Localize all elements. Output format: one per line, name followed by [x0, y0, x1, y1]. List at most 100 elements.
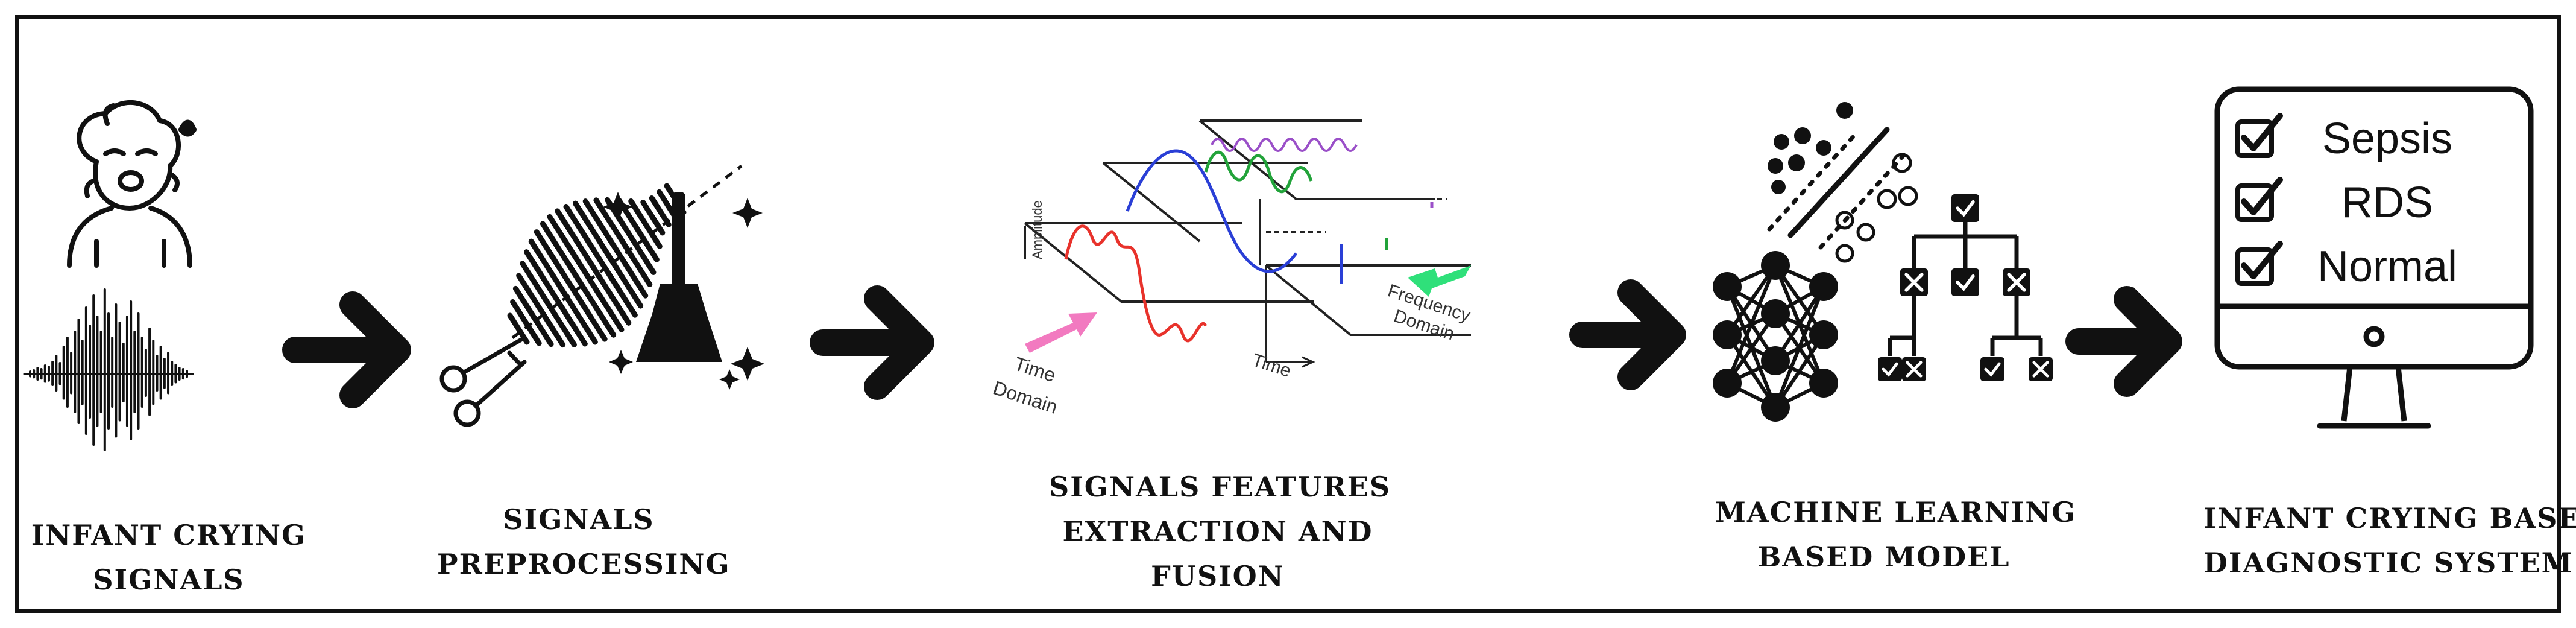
diagnosis-item: Normal: [2235, 241, 2457, 291]
tree-leaf: [1980, 357, 2004, 381]
outer-frame: [15, 15, 2561, 613]
signal-stripe: [523, 249, 588, 347]
neural-network-icon: [1713, 251, 1838, 422]
signal-stripe: [573, 200, 644, 309]
caption-line: DIAGNOSTIC SYSTEM: [2203, 547, 2574, 579]
feature-planes: [1024, 119, 1471, 368]
cut-line: [511, 165, 743, 339]
amplitude-axis-label: Amplitude: [1030, 200, 1045, 259]
diagnosis-item: RDS: [2235, 177, 2433, 227]
caption-line: FUSION: [1151, 560, 1285, 592]
signal-stripe: [510, 299, 542, 346]
cross-mark-icon: [1904, 273, 1924, 292]
flow-arrow-2: [810, 285, 934, 400]
caption-diagnostic-system: INFANT CRYING BASED DIAGNOSTIC SYSTEM: [2203, 496, 2576, 585]
nn-node: [1761, 299, 1790, 328]
nn-node: [1713, 369, 1742, 398]
amplitude-label: Amplitude: [1030, 200, 1045, 259]
caption-signals-preprocessing: SIGNALS PREPROCESSING: [437, 497, 731, 586]
check-mark-icon: [2241, 177, 2283, 215]
flow-arrow-1: [282, 291, 411, 408]
waveform-icon: [23, 288, 194, 451]
caption-signals-features: SIGNALS FEATURES EXTRACTION AND FUSION: [1049, 465, 1391, 598]
caption-line: PREPROCESSING: [437, 548, 731, 580]
signal-stripe: [628, 198, 663, 249]
broom-icon: [636, 192, 722, 362]
caption-line: SIGNALS: [503, 503, 655, 536]
caption-line: MACHINE LEARNING: [1715, 496, 2077, 528]
caption-line: SIGNALS FEATURES: [1049, 471, 1391, 503]
signal-stripe: [534, 229, 608, 342]
check-mark-icon: [1956, 200, 1975, 217]
signal-stripe: [649, 195, 672, 227]
signal-stripe: [582, 198, 649, 299]
checkbox-icon: [2235, 119, 2274, 158]
signal-stripe: [516, 273, 566, 348]
signal-stripe: [555, 208, 632, 326]
caption-line: EXTRACTION AND: [1062, 515, 1373, 548]
caption-line: BASED MODEL: [1757, 541, 2011, 573]
harmonic-component: [1204, 150, 1313, 194]
high-frequency-component: [1211, 138, 1358, 152]
check-mark-icon: [1956, 274, 1975, 291]
monitor-icon: [2214, 86, 2534, 429]
signal-stripe: [512, 285, 554, 347]
time-domain-label: Time Domain: [990, 352, 1060, 417]
signal-stripe: [520, 261, 577, 347]
nn-edge: [1774, 285, 1825, 408]
frequency-domain-arrow: [1408, 265, 1471, 297]
baby-crying-icon: [67, 100, 197, 268]
check-mark-icon: [2241, 113, 2283, 151]
nn-node: [1809, 320, 1838, 349]
signal-stripe: [593, 197, 653, 288]
nn-edge: [1774, 334, 1825, 408]
sine-component: [1126, 149, 1297, 273]
diagnosis-label: Normal: [2317, 243, 2457, 291]
nn-node: [1713, 320, 1742, 349]
tree-node: [1951, 268, 1979, 296]
signal-stripe: [616, 197, 660, 262]
nn-edge: [1774, 285, 1825, 362]
nn-node: [1761, 346, 1790, 375]
check-mark-icon: [2241, 241, 2283, 279]
caption-line: SIGNALS: [93, 563, 245, 596]
nn-node: [1809, 369, 1838, 398]
time-domain-signal: [1064, 224, 1208, 343]
diagnosis-item: Sepsis: [2235, 113, 2452, 163]
scissors-icon: [439, 335, 527, 427]
feature-extraction-figure: Amplitude Time Domain Time Frequency Dom…: [990, 119, 1473, 418]
decision-tree-icon: [1878, 194, 2053, 381]
classification-dots-icon: [1767, 102, 1918, 263]
signal-stripe: [640, 200, 666, 236]
cross-mark-icon: [2007, 273, 2026, 292]
nn-edge: [1725, 264, 1777, 384]
signal-stripe: [528, 238, 598, 345]
time-domain-label-line1: Time: [1012, 352, 1059, 386]
tree-root-node: [1951, 194, 1979, 222]
nn-node: [1809, 272, 1838, 301]
caption-machine-learning-model: MACHINE LEARNING BASED MODEL: [1715, 490, 2077, 579]
flow-arrow-3: [1569, 279, 1686, 390]
nn-node: [1713, 272, 1742, 301]
caption-infant-crying-signals: INFANT CRYING SIGNALS: [30, 513, 307, 602]
checkbox-icon: [2235, 183, 2274, 222]
nn-node: [1761, 251, 1790, 280]
sparkle-icon: [603, 192, 764, 390]
cross-mark-icon: [1906, 361, 1923, 378]
checkbox-icon: [2235, 247, 2274, 286]
tree-leaf: [1878, 357, 1902, 381]
flow-arrow-4: [2065, 286, 2182, 397]
check-mark-icon: [1882, 362, 1898, 377]
time-axis-label: Time: [1250, 350, 1294, 381]
caption-line: INFANT CRYING BASED: [2203, 502, 2576, 534]
nn-node: [1761, 393, 1790, 422]
signal-stripes: [507, 183, 687, 348]
diagnosis-label: Sepsis: [2322, 115, 2452, 163]
diagnosis-label: RDS: [2341, 179, 2433, 227]
signal-stripe: [563, 204, 638, 318]
caption-line: INFANT CRYING: [31, 519, 307, 551]
signal-stripe: [547, 214, 625, 332]
